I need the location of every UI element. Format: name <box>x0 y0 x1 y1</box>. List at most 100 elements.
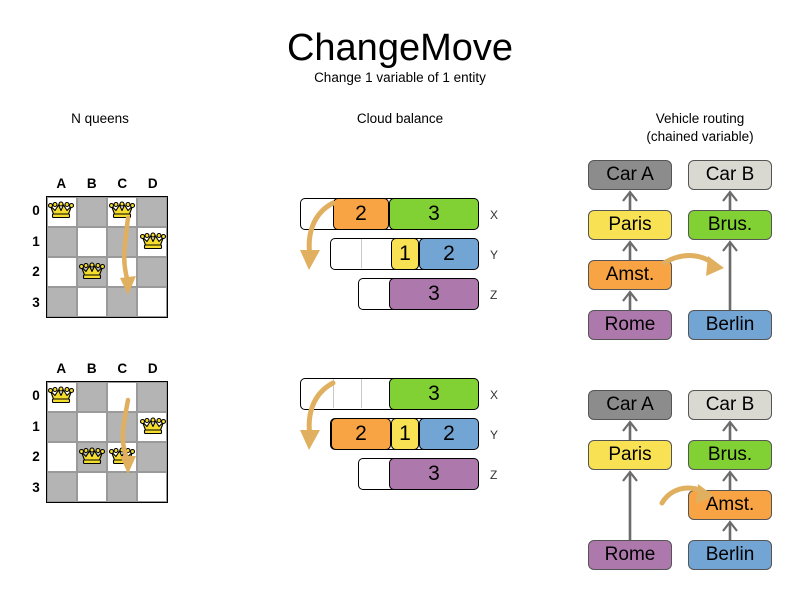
vrp-before-right-node[interactable]: Berlin <box>688 310 772 340</box>
queen-piece[interactable] <box>46 196 77 227</box>
cloud-after-computer-label-Y: Y <box>490 428 499 442</box>
board-cell[interactable] <box>77 197 107 227</box>
board-cell[interactable] <box>47 257 77 287</box>
vrp-after-chain-arrowhead <box>622 420 638 432</box>
board-column-label-C: C <box>117 361 128 376</box>
board-cell[interactable] <box>77 287 107 317</box>
section-heading-vehicle-routing: Vehicle routing (chained variable) <box>600 110 800 146</box>
board-cell[interactable] <box>47 412 77 442</box>
board-cell[interactable] <box>77 382 107 412</box>
vrp-after-left-node[interactable]: Rome <box>588 540 672 570</box>
vrp-before-chain-arrowhead <box>722 240 738 252</box>
board-row-label-3: 3 <box>32 294 40 310</box>
queen-piece[interactable] <box>138 227 169 258</box>
queen-icon <box>139 232 166 249</box>
cloud-after-bar-X[interactable]: 3 <box>300 377 479 410</box>
cloud-before-computer-label-X: X <box>490 208 499 222</box>
board-cell[interactable] <box>107 472 137 502</box>
section-heading-n-queens: N queens <box>71 111 129 126</box>
queen-icon <box>48 386 75 404</box>
board-cell[interactable] <box>77 472 107 502</box>
queen-piece[interactable] <box>138 412 169 443</box>
vrp-before-left-node[interactable]: Car A <box>588 160 672 190</box>
page-title: ChangeMove <box>286 27 514 69</box>
vrp-before-right-node[interactable]: Brus. <box>688 210 772 240</box>
queen-piece[interactable] <box>46 381 77 412</box>
queen-icon <box>109 447 136 465</box>
queen-piece[interactable] <box>77 442 108 473</box>
vrp-before-left-node[interactable]: Amst. <box>588 260 672 290</box>
vrp-after-right-node[interactable]: Amst. <box>688 490 772 520</box>
board-column-label-B: B <box>86 176 97 191</box>
cloud-before-process-2[interactable]: 2 <box>333 197 389 230</box>
board-cell[interactable] <box>137 257 167 287</box>
vrp-after-right-node[interactable]: Berlin <box>688 540 772 570</box>
board-cell[interactable] <box>77 412 107 442</box>
queen-piece[interactable] <box>107 196 138 227</box>
vrp-before-left-node[interactable]: Paris <box>588 210 672 240</box>
vrp-after-right-node[interactable]: Car B <box>688 390 772 420</box>
board-cell[interactable] <box>137 442 167 472</box>
vrp-after-left-node[interactable]: Car A <box>588 390 672 420</box>
queen-piece[interactable] <box>107 442 138 473</box>
board-cell[interactable] <box>107 257 137 287</box>
board-cell[interactable] <box>107 412 137 442</box>
board-row-label-0: 0 <box>32 388 40 403</box>
vrp-after-chain-arrowhead <box>722 420 738 432</box>
vrp-before-chain-arrowhead <box>622 190 638 202</box>
board-column-label-A: A <box>56 176 67 191</box>
queen-icon <box>109 201 136 219</box>
cloud-before-computer-label-Z: Z <box>490 288 498 302</box>
cloud-after-computer-label-Z: Z <box>490 468 498 482</box>
vrp-after-left-node[interactable]: Paris <box>588 440 672 470</box>
cloud-after-process-2[interactable]: 2 <box>331 417 391 450</box>
vrp-before-move-arrowhead <box>706 256 724 276</box>
cloud-after-process-1[interactable]: 1 <box>391 417 419 450</box>
cloud-before-process-2[interactable]: 2 <box>419 237 479 270</box>
cloud-after-process-2[interactable]: 2 <box>419 417 479 450</box>
board-cell[interactable] <box>137 197 167 227</box>
board-cell[interactable] <box>47 227 77 257</box>
vrp-before-right-node[interactable]: Car B <box>688 160 772 190</box>
board-cell[interactable] <box>77 227 107 257</box>
queen-icon <box>48 201 75 219</box>
cloud-after-move-arrowhead <box>300 430 320 450</box>
vrp-after-right-node[interactable]: Brus. <box>688 440 772 470</box>
cloud-before-move-arrowhead <box>300 250 320 270</box>
board-cell[interactable] <box>47 287 77 317</box>
queen-icon <box>139 417 166 434</box>
cloud-after-divider <box>361 379 362 408</box>
cloud-before-process-1[interactable]: 1 <box>391 237 419 270</box>
board-cell[interactable] <box>47 472 77 502</box>
board-cell[interactable] <box>137 472 167 502</box>
cloud-after-bar-Z[interactable]: 3 <box>358 457 479 490</box>
cloud-before-process-3[interactable]: 3 <box>389 277 479 310</box>
cloud-after-divider <box>333 379 334 408</box>
board-row-label-2: 2 <box>32 449 40 464</box>
board-cell[interactable] <box>107 227 137 257</box>
board-column-label-D: D <box>147 361 158 376</box>
board-cell[interactable] <box>107 287 137 317</box>
vrp-after-chain-arrowhead <box>622 470 638 482</box>
cloud-before-divider <box>361 239 362 268</box>
cloud-before-process-3[interactable]: 3 <box>389 197 479 230</box>
board-column-label-C: C <box>117 176 128 191</box>
board-column-label-D: D <box>147 176 158 191</box>
vrp-heading-line1: Vehicle routing <box>655 111 745 126</box>
cloud-before-bar-Z[interactable]: 3 <box>358 277 479 310</box>
board-cell[interactable] <box>47 442 77 472</box>
cloud-after-computer-label-X: X <box>490 388 499 402</box>
cloud-after-process-3[interactable]: 3 <box>389 377 479 410</box>
board-cell[interactable] <box>137 287 167 317</box>
section-heading-cloud-balance: Cloud balance <box>356 111 444 126</box>
board-cell[interactable] <box>107 382 137 412</box>
queen-piece[interactable] <box>77 257 108 288</box>
cloud-after-process-3[interactable]: 3 <box>389 457 479 490</box>
vrp-before-left-node[interactable]: Rome <box>588 310 672 340</box>
board-cell[interactable] <box>137 382 167 412</box>
